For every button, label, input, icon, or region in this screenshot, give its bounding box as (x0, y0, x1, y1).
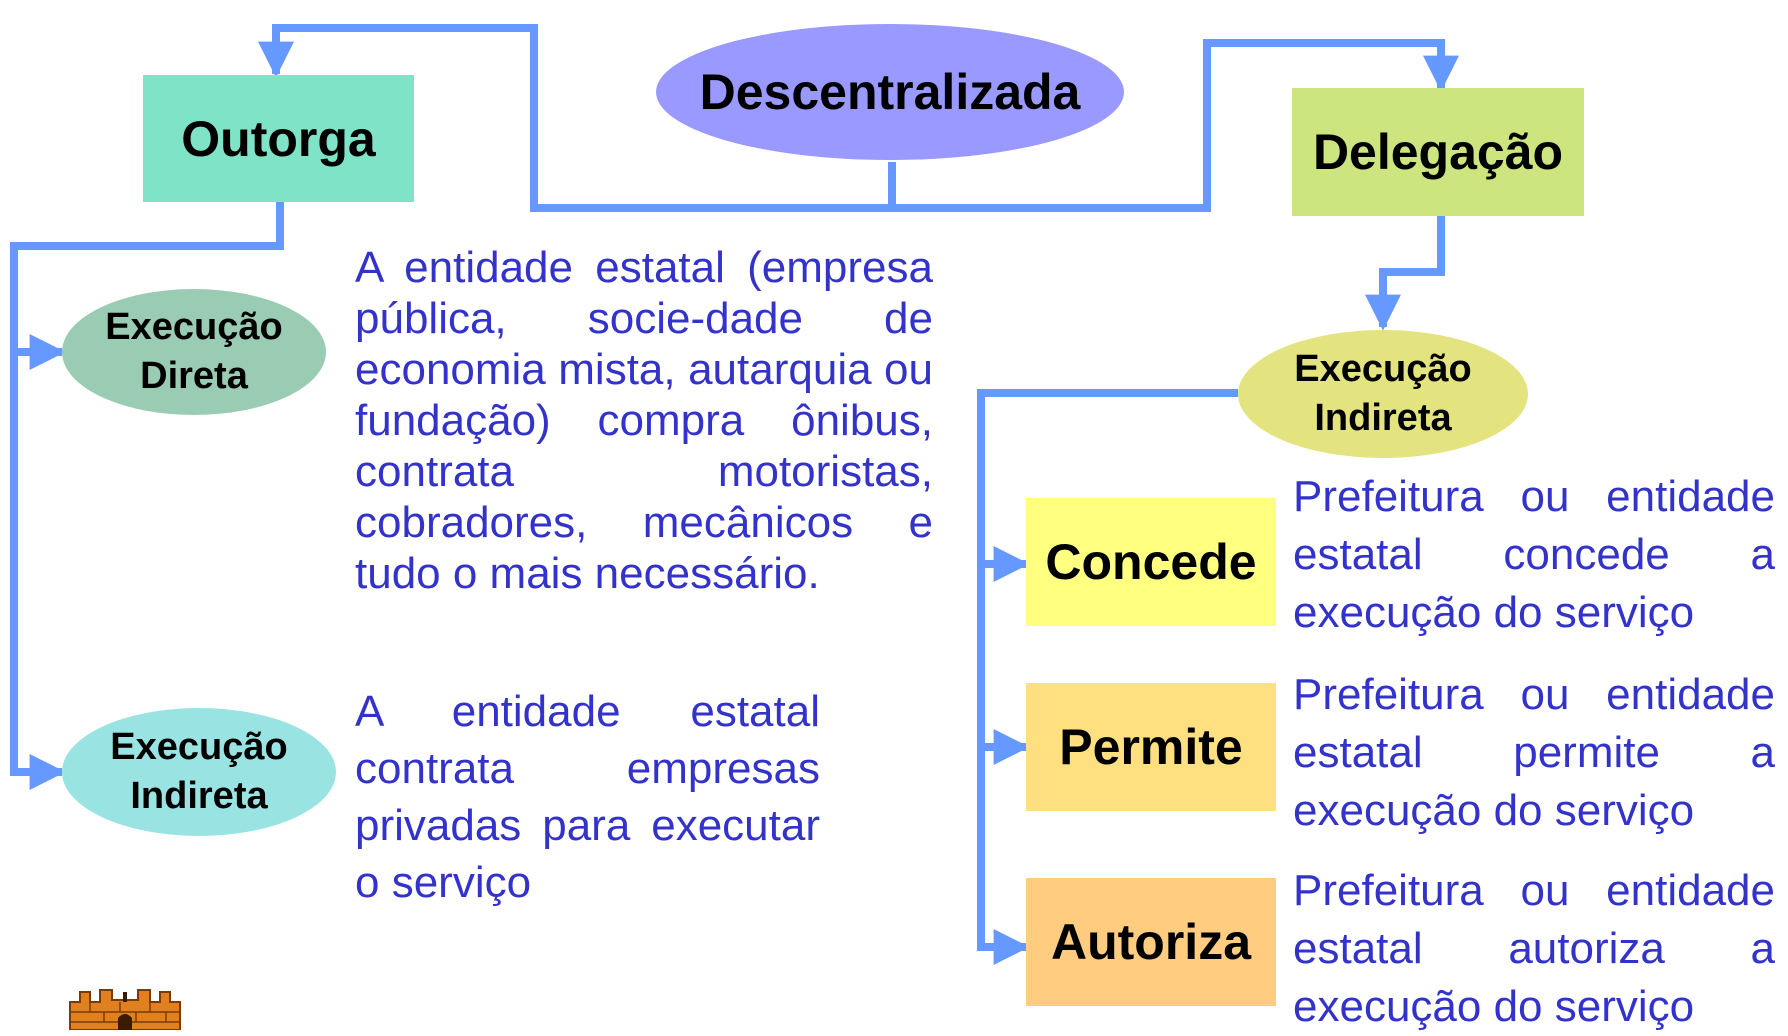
city-crown-emblem-icon (69, 989, 181, 1030)
direta-description: A entidade estatal (empresa pública, soc… (355, 243, 933, 598)
autoriza-description: Prefeitura ou entidade estatal autoriza … (1293, 866, 1775, 1031)
connector-descentralizada-outorga (258, 24, 896, 212)
exec-direta-line2: Direta (140, 355, 248, 397)
permite-description: Prefeitura ou entidade estatal permite a… (1293, 670, 1775, 835)
connector-exec-indireta-branch (977, 389, 1238, 965)
connector-delegacao-exec-indireta (1365, 216, 1445, 331)
connector-descentralizada-delegacao (892, 39, 1459, 212)
autoriza-box: Autoriza (1026, 878, 1276, 1006)
exec-indireta-right-node: Execução Indireta (1238, 330, 1528, 458)
autoriza-label: Autoriza (1051, 914, 1251, 970)
outorga-box: Outorga (143, 75, 414, 202)
descentralizada-label: Descentralizada (699, 63, 1081, 120)
exec-indireta-right-line2: Indireta (1314, 397, 1452, 439)
descentralizada-node: Descentralizada (656, 24, 1124, 160)
exec-indireta-left-line2: Indireta (130, 775, 268, 817)
exec-indireta-left-node: Execução Indireta (62, 708, 336, 836)
exec-indireta-right-line1: Execução (1294, 347, 1472, 390)
exec-indireta-left-line1: Execução (110, 725, 288, 768)
connector-outorga-exec (10, 202, 284, 790)
concede-box: Concede (1026, 498, 1276, 626)
outorga-label: Outorga (181, 110, 376, 167)
exec-direta-line1: Execução (105, 305, 283, 348)
concede-description: Prefeitura ou entidade estatal concede a… (1293, 472, 1775, 637)
delegacao-box: Delegação (1292, 88, 1584, 216)
permite-box: Permite (1026, 683, 1276, 811)
permite-label: Permite (1059, 719, 1243, 775)
delegacao-label: Delegação (1312, 124, 1564, 180)
concede-label: Concede (1045, 534, 1257, 590)
indireta-description: A entidade estatal contrata empresas pri… (355, 687, 820, 907)
exec-direta-node: Execução Direta (62, 289, 326, 415)
